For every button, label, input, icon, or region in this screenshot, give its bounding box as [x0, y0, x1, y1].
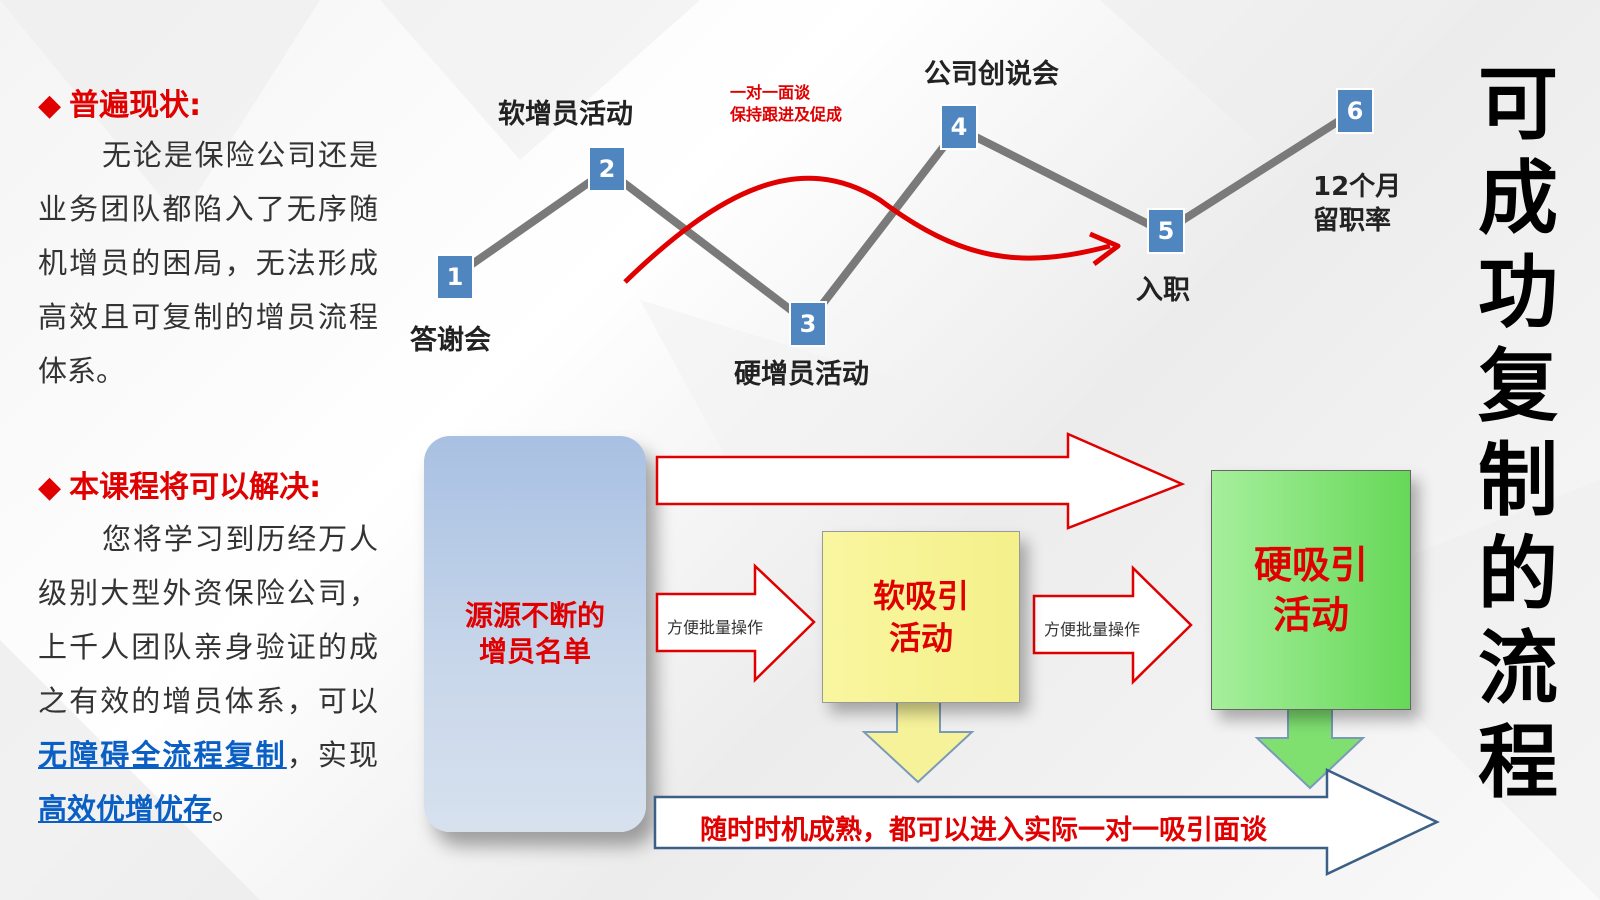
hard-attraction-box: 硬吸引 活动: [1211, 470, 1411, 710]
arrow-label: 方便批量操作: [667, 618, 764, 637]
title-char: 的: [1478, 528, 1558, 621]
solution-text: 。: [212, 792, 242, 826]
curve-arrowhead: [1089, 231, 1121, 266]
step-label: 12个月 留职率: [1313, 170, 1401, 238]
timeline-line: [452, 108, 1356, 327]
title-char: 成: [1478, 152, 1558, 245]
solution-text: 您将学习到历经万人级别大型外资保险公司，上千人团队亲身验证的成之有效的增员体系，…: [38, 522, 378, 718]
title-char: 流: [1478, 622, 1558, 715]
followup-curve-arrow: [623, 175, 1111, 284]
step-number-box: 6: [1336, 88, 1374, 134]
soft-attraction-box: 软吸引 活动: [822, 531, 1020, 703]
step-number-box: 1: [436, 254, 474, 300]
source-line: 增员名单: [478, 635, 591, 668]
bottom-arrow: [653, 768, 1440, 876]
box-line: 活动: [1272, 593, 1349, 637]
box-line: 硬吸引: [1253, 543, 1368, 587]
title-char: 制: [1478, 434, 1558, 527]
section-title: 普遍现状:: [69, 88, 202, 123]
highlight-link[interactable]: 无障碍全流程复制: [38, 738, 287, 772]
step-number-box: 5: [1147, 208, 1185, 254]
step-label: 软增员活动: [498, 99, 633, 130]
step-label-line: 留职率: [1313, 206, 1392, 236]
status-paragraph: 无论是保险公司还是业务团队都陷入了无序随机增员的困局，无法形成高效且可复制的增员…: [38, 138, 378, 388]
source-list-box: 源源不断的 增员名单: [424, 436, 646, 832]
title-char: 可: [1478, 58, 1558, 151]
top-arrow: [655, 432, 1186, 530]
section-heading-status: ◆普遍现状:: [38, 80, 201, 124]
vertical-title: 可 成 功 复 制 的 流 程: [1468, 58, 1568, 810]
note-line: 保持跟进及促成: [730, 105, 843, 124]
step-number-box: 3: [789, 301, 827, 347]
hard-down-arrow: [1254, 705, 1366, 790]
section-heading-solution: ◆本课程将可以解决:: [38, 462, 321, 506]
step-label: 公司创说会: [924, 59, 1059, 90]
section-title: 本课程将可以解决:: [69, 470, 322, 505]
step-number-box: 2: [588, 146, 626, 192]
highlight-link[interactable]: 高效优增优存: [38, 792, 213, 826]
solution-text: ，实现: [286, 738, 378, 772]
step-label: 入职: [1136, 275, 1190, 306]
arrow-to-soft: [655, 563, 816, 683]
step-label: 硬增员活动: [734, 359, 869, 390]
title-char: 功: [1478, 246, 1558, 339]
step-number-box: 4: [940, 104, 978, 150]
box-line: 活动: [888, 619, 953, 657]
source-line: 源源不断的: [464, 599, 605, 632]
diamond-bullet-icon: ◆: [38, 470, 62, 505]
diamond-bullet-icon: ◆: [38, 88, 62, 123]
followup-note: 一对一面谈 保持跟进及促成: [730, 82, 842, 126]
solution-paragraph: 您将学习到历经万人级别大型外资保险公司，上千人团队亲身验证的成之有效的增员体系，…: [38, 512, 378, 836]
step-label-line: 12个月: [1313, 172, 1402, 202]
box-line: 软吸引: [872, 577, 969, 615]
note-line: 一对一面谈: [730, 83, 811, 102]
arrow-label: 方便批量操作: [1044, 620, 1141, 639]
title-char: 复: [1478, 340, 1558, 433]
soft-down-arrow: [861, 699, 975, 784]
arrow-to-hard: [1032, 565, 1193, 685]
bottom-arrow-label: 随时时机成熟，都可以进入实际一对一吸引面谈: [700, 815, 1267, 846]
title-char: 程: [1478, 716, 1558, 809]
step-label: 答谢会: [410, 325, 491, 356]
